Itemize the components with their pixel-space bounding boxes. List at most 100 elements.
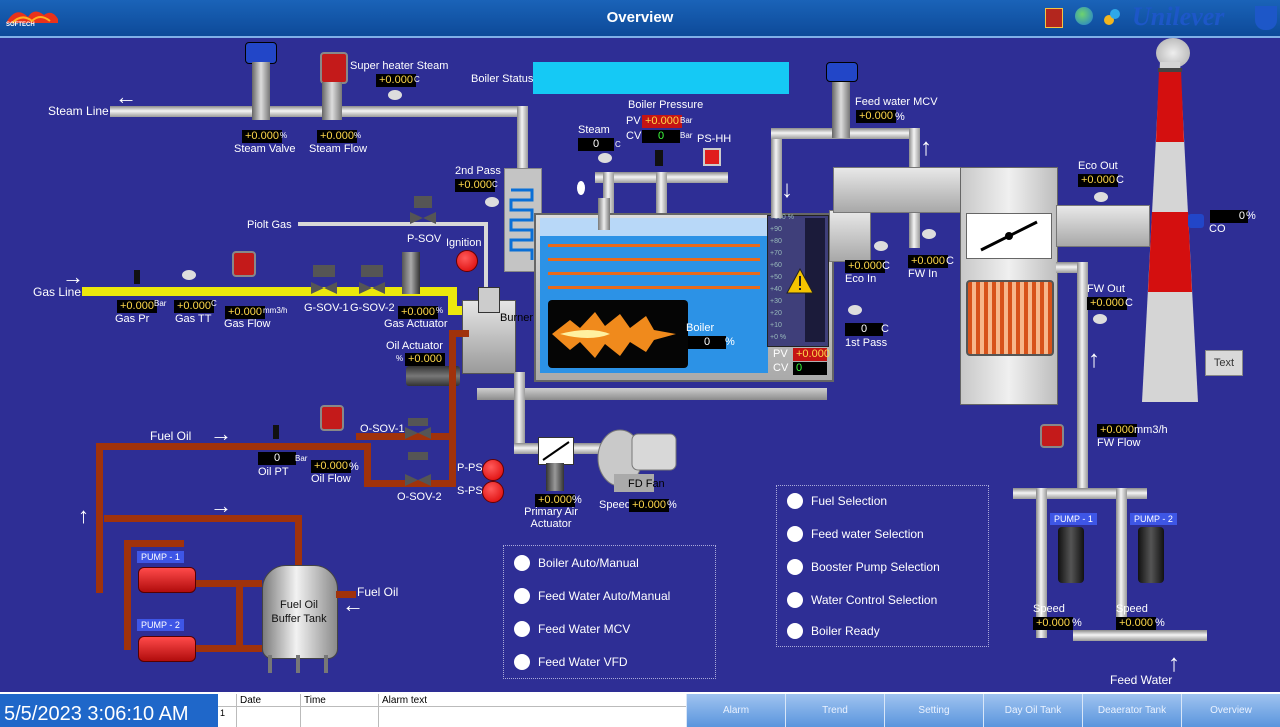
datetime-display: 5/5/2023 3:06:10 AM xyxy=(0,694,218,727)
buffer-tank xyxy=(262,565,338,659)
radio-dot[interactable] xyxy=(787,493,803,509)
radio-fuel-selection[interactable]: Fuel Selection xyxy=(787,491,887,511)
fw-in-value: +0.000 xyxy=(908,255,948,268)
oil-pump-2[interactable] xyxy=(138,636,196,662)
radio-dot[interactable] xyxy=(514,555,530,571)
steam-pipe xyxy=(110,106,528,117)
boiler-level-value: 0 xyxy=(688,336,726,349)
text-button[interactable]: Text xyxy=(1205,350,1243,376)
alarm-grid[interactable]: 1 Date Time Alarm text xyxy=(218,694,686,727)
fw-pump-1-motor[interactable] xyxy=(1058,527,1084,583)
o-sov-1-valve[interactable] xyxy=(405,425,431,441)
fw-mcv-actuator[interactable] xyxy=(826,62,858,82)
ps-hh-switch[interactable] xyxy=(703,148,721,166)
economizer-damper[interactable] xyxy=(966,213,1052,259)
o-sov-2-label: O-SOV-2 xyxy=(397,491,442,503)
primary-air-damper[interactable] xyxy=(538,437,574,465)
boiler-steam-space xyxy=(540,218,768,236)
boiler-pressure-pv: +0.000 xyxy=(642,115,682,128)
radio-feed-water-auto-manual[interactable]: Feed Water Auto/Manual xyxy=(514,586,670,606)
nav-alarm-button[interactable]: Alarm xyxy=(686,694,785,727)
logo-text: SOFTECH xyxy=(6,22,35,28)
chimney-stack xyxy=(1140,62,1200,402)
alarm-col-date: Date xyxy=(240,695,262,706)
p-sov-valve[interactable] xyxy=(410,210,436,226)
radio-dot[interactable] xyxy=(514,621,530,637)
boiler-pressure-pv-label: PV xyxy=(626,115,641,127)
feed-water-in-arrow: ↑ xyxy=(1168,650,1180,677)
radio-feed-water-mcv[interactable]: Feed Water MCV xyxy=(514,619,630,639)
nav-setting-button[interactable]: Setting xyxy=(884,694,983,727)
eco-out-value: +0.000 xyxy=(1078,174,1118,187)
fw-mcv-body[interactable] xyxy=(832,82,850,138)
first-pass-label: 1st Pass xyxy=(845,337,888,349)
nav-trend-button[interactable]: Trend xyxy=(785,694,884,727)
oil-pipe-riser xyxy=(449,330,456,435)
g-sov-2-valve[interactable] xyxy=(359,280,385,296)
fw-flow-meter[interactable] xyxy=(1040,424,1064,448)
primary-air-actuator[interactable] xyxy=(546,463,564,491)
pump-loop-right xyxy=(236,580,243,650)
gas-actuator-body[interactable] xyxy=(402,252,420,294)
ignition-indicator[interactable] xyxy=(456,250,478,272)
level-tick: +40 xyxy=(770,286,782,293)
radio-dot[interactable] xyxy=(514,588,530,604)
o-sov-2-valve[interactable] xyxy=(405,472,431,488)
gas-flow-unit: mm3/h xyxy=(263,306,288,315)
radio-water-control-selection[interactable]: Water Control Selection xyxy=(787,590,937,610)
oil-pipe-top xyxy=(96,443,366,450)
radio-dot[interactable] xyxy=(787,526,803,542)
nav-deaerator-tank-button[interactable]: Deaerator Tank xyxy=(1082,694,1181,727)
globe-icon[interactable] xyxy=(1075,7,1093,25)
fw-pump-2-motor[interactable] xyxy=(1138,527,1164,583)
oil-return-pipe xyxy=(104,515,300,522)
g-sov-1-valve[interactable] xyxy=(311,280,337,296)
s-ps-indicator[interactable] xyxy=(482,481,504,503)
radio-boiler-auto-manual[interactable]: Boiler Auto/Manual xyxy=(514,553,639,573)
fw-out-label: FW Out xyxy=(1087,283,1125,295)
oil-pump-2-badge: PUMP - 2 xyxy=(137,619,184,631)
gas-flow-value: +0.000 xyxy=(225,306,265,319)
radio-feed-water-selection[interactable]: Feed water Selection xyxy=(787,524,924,544)
pressure-sensor-icon xyxy=(655,150,663,166)
gas-flow-meter[interactable] xyxy=(232,251,256,277)
steam-valve-body[interactable] xyxy=(252,62,270,120)
eco-in-unit: C xyxy=(882,260,890,272)
g-sov-2-actuator xyxy=(361,265,383,277)
oil-flow-meter[interactable] xyxy=(320,405,344,431)
oil-actuator-motor[interactable] xyxy=(406,366,460,386)
title-bar xyxy=(0,0,1280,38)
boiler-tube-3 xyxy=(548,272,760,275)
settings-icon[interactable] xyxy=(1103,8,1121,26)
p-ps-label: P-PS xyxy=(457,462,483,474)
fw-out-value: +0.000 xyxy=(1087,297,1127,310)
radio-feed-water-vfd[interactable]: Feed Water VFD xyxy=(514,652,628,672)
radio-boiler-ready[interactable]: Boiler Ready xyxy=(787,621,880,641)
radio-dot[interactable] xyxy=(787,623,803,639)
oil-flow-unit: % xyxy=(349,461,359,473)
p-ps-indicator[interactable] xyxy=(482,459,504,481)
burner-control-box[interactable] xyxy=(478,287,500,313)
nav-day-oil-tank-button[interactable]: Day Oil Tank xyxy=(983,694,1082,727)
oil-pump-1[interactable] xyxy=(138,567,196,593)
steam-flow-meter[interactable] xyxy=(320,52,348,84)
radio-dot[interactable] xyxy=(787,559,803,575)
radio-booster-pump-selection[interactable]: Booster Pump Selection xyxy=(787,557,940,577)
pump-loop-top xyxy=(124,540,184,547)
buffer-tank-inlet-label: Fuel Oil xyxy=(357,585,399,599)
oil-flow-value: +0.000 xyxy=(311,460,351,473)
fw-flow-unit: mm3/h xyxy=(1134,424,1168,436)
radio-label: Water Control Selection xyxy=(811,593,938,607)
exit-icon[interactable] xyxy=(1045,8,1063,28)
steam-valve-actuator[interactable] xyxy=(245,42,277,64)
primary-air-label: Primary Air Actuator xyxy=(524,506,578,530)
level-gauge-bar xyxy=(805,218,825,342)
pilot-gas-pipe xyxy=(298,222,488,226)
radio-dot[interactable] xyxy=(787,592,803,608)
oil-flow-label: Oil Flow xyxy=(311,473,351,485)
radio-dot[interactable] xyxy=(514,654,530,670)
fd-fan[interactable] xyxy=(596,418,678,494)
nav-overview-button[interactable]: Overview xyxy=(1181,694,1280,727)
gas-pr-unit: Bar xyxy=(154,299,167,308)
softech-logo: SOFTECH xyxy=(4,3,60,31)
